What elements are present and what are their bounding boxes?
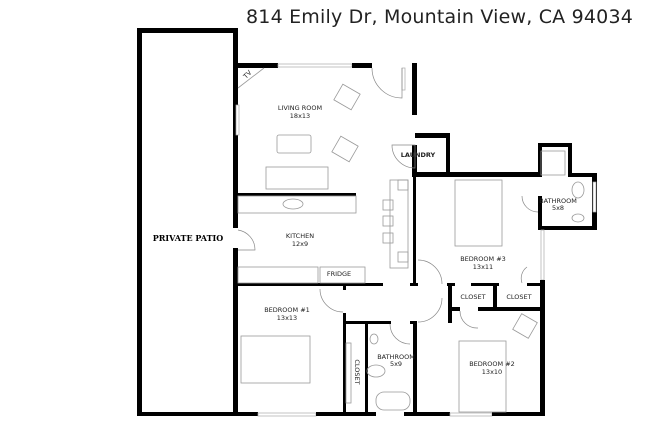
shower [540,150,566,176]
address-title: 814 Emily Dr, Mountain View, CA 94034 [246,6,634,28]
hall-bath-size: 5x9 [390,360,402,368]
bedroom2-size: 13x10 [482,368,502,376]
living-room-label: LIVING ROOM [278,104,322,112]
armchair [331,135,359,163]
bed [458,340,507,413]
fridge-label: FRIDGE [327,270,351,278]
closet-door [345,342,352,404]
kitchen-label: KITCHEN [286,232,314,240]
bedroom1-label: BEDROOM #1 [264,306,310,314]
bedroom3-size: 13x11 [473,263,493,271]
bedroom3-label: BEDROOM #3 [460,255,506,263]
closet-label: CLOSET [506,293,531,301]
patio-label: PRIVATE PATIO [153,233,223,243]
laundry-label: LAUNDRY [401,151,436,159]
bed [454,179,503,247]
stove-counter [237,266,319,284]
master-bath-label: BATHROOM [539,197,577,205]
master-bath-size: 5x8 [552,204,564,212]
coffee-table [276,134,312,154]
doors [237,67,539,345]
bedroom1-size: 13x13 [277,314,297,322]
labels: PRIVATE PATIO LIVING ROOM 18x13 TV LAUND… [153,68,577,384]
bathtub [375,391,411,411]
armchair [333,83,361,111]
sofa [265,166,329,190]
living-room-size: 18x13 [290,112,310,120]
walls [137,28,597,417]
fridge [319,266,366,284]
tv-label: TV [241,68,254,81]
bed [240,335,311,384]
closet-label: CLOSET [460,293,485,301]
sink [571,213,585,223]
closet-label: CLOSET [353,359,361,384]
toilet [571,181,585,199]
toilet [366,364,386,378]
bedroom2-label: BEDROOM #2 [469,360,515,368]
kitchen-size: 12x9 [292,240,308,248]
armchair [512,313,538,339]
furniture [237,67,585,413]
hall-bath-label: BATHROOM [377,353,415,361]
sink [282,198,304,210]
tv-stand [237,67,265,89]
sink [369,333,379,345]
kitchen-counter [237,195,357,214]
